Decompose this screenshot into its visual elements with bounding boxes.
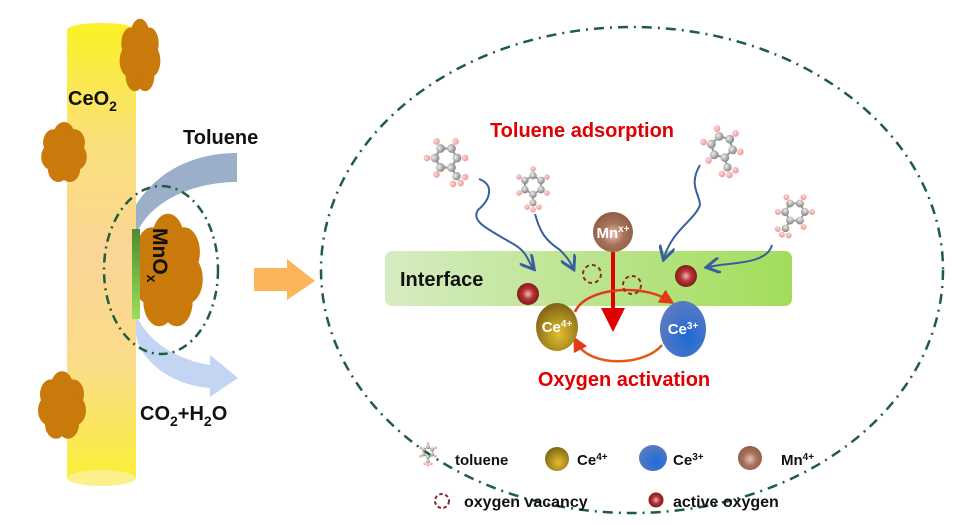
toluene-molecule bbox=[764, 184, 822, 248]
toluene-molecule bbox=[416, 127, 481, 197]
adsorption-path bbox=[708, 244, 773, 267]
legend-item-ce3: Ce3+ bbox=[639, 445, 704, 471]
oxygen-vacancy bbox=[622, 275, 642, 295]
ce3-sphere-icon bbox=[639, 445, 667, 471]
product-outflow-arrow bbox=[136, 315, 238, 397]
adsorption-path bbox=[475, 178, 533, 268]
adsorption-path bbox=[664, 164, 702, 258]
interface-edge bbox=[132, 229, 140, 319]
oxygen-vacancy-icon bbox=[434, 493, 450, 509]
mn-ion-sphere: Mnx+ bbox=[593, 212, 633, 252]
interface-band bbox=[385, 251, 792, 306]
adsorption-paths bbox=[475, 164, 773, 268]
oxygen-activation-title: Oxygen activation bbox=[538, 369, 710, 391]
detail-region-ellipse bbox=[319, 25, 945, 515]
interface-label: Interface bbox=[400, 269, 483, 291]
ce4-sphere-icon bbox=[545, 447, 569, 471]
product-label: CO2+H2O bbox=[140, 403, 227, 429]
redox-cycle-arrow-bottom bbox=[573, 336, 663, 363]
oxygen-vacancy bbox=[582, 264, 602, 284]
legend: toluene Ce4+ Ce3+ Mn4+ oxygen vacancy bbox=[418, 441, 814, 511]
legend-item-mn: Mn4+ bbox=[738, 446, 814, 470]
active-oxygen bbox=[675, 265, 697, 287]
toluene-molecule bbox=[696, 119, 751, 185]
legend-label: Ce3+ bbox=[673, 452, 704, 469]
svg-text:Mnx+: Mnx+ bbox=[596, 224, 629, 242]
ceo2-label: CeO2 bbox=[68, 88, 117, 114]
toluene-adsorption-title: Toluene adsorption bbox=[490, 120, 674, 142]
toluene-molecule bbox=[515, 165, 551, 214]
adsorption-path bbox=[534, 213, 573, 268]
legend-label: active oxygen bbox=[673, 494, 779, 511]
mn-sphere-icon bbox=[738, 446, 762, 470]
toluene-label: Toluene bbox=[183, 127, 258, 149]
legend-item-active-oxygen: active oxygen bbox=[648, 492, 779, 511]
svg-text:MnOx: MnOx bbox=[144, 228, 171, 283]
ce4-ion-sphere: Ce4+ bbox=[536, 303, 578, 351]
legend-label: Mn4+ bbox=[781, 452, 814, 469]
svg-text:Ce4+: Ce4+ bbox=[542, 319, 573, 336]
svg-text:Ce3+: Ce3+ bbox=[668, 321, 699, 338]
zoom-region-circle bbox=[102, 184, 220, 356]
legend-item-toluene: toluene bbox=[418, 441, 508, 469]
mnox-label: MnOx bbox=[144, 228, 171, 283]
legend-item-ce4: Ce4+ bbox=[545, 447, 608, 471]
active-oxygen-icon bbox=[648, 492, 664, 508]
toluene-inflow-arrow bbox=[136, 153, 237, 235]
legend-label: oxygen vacancy bbox=[464, 494, 588, 511]
ce3-ion-sphere: Ce3+ bbox=[660, 301, 706, 357]
legend-item-oxygen-vacancy: oxygen vacancy bbox=[434, 493, 588, 511]
legend-label: Ce4+ bbox=[577, 452, 608, 469]
zoom-transfer-arrow bbox=[254, 259, 315, 300]
redox-cycle-arrow-top bbox=[573, 288, 675, 313]
active-oxygen bbox=[517, 283, 539, 305]
legend-label: toluene bbox=[455, 452, 508, 469]
